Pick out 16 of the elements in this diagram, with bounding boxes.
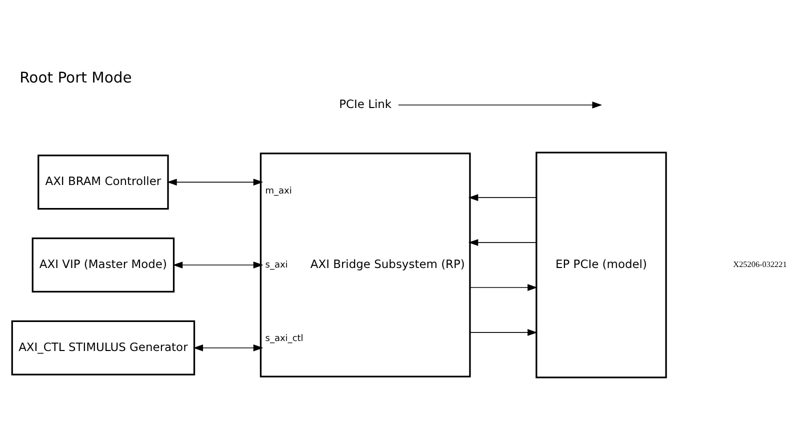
arrow	[166, 178, 264, 186]
arrow	[468, 194, 537, 202]
node-text: PCIe Link	[339, 97, 392, 112]
node-box: AXI VIP (Master Mode)	[32, 238, 175, 292]
node-box: AXI BRAM Controller	[38, 154, 169, 210]
diagram-title: Root Port Mode	[20, 69, 132, 86]
arrow	[193, 344, 264, 352]
node-box: AXI_CTL STIMULUS Generator	[11, 320, 196, 376]
node-box: EP PCIe (model)	[536, 152, 667, 378]
arrow	[468, 239, 537, 246]
arrow	[172, 262, 264, 268]
node-box: m_axi s_axi AXI Bridge Subsystem (RP) s_axi_ctl	[260, 152, 471, 378]
label: X25206-032221	[733, 260, 787, 270]
arrow	[469, 329, 538, 336]
arrow	[469, 284, 538, 291]
arrow	[398, 102, 602, 108]
